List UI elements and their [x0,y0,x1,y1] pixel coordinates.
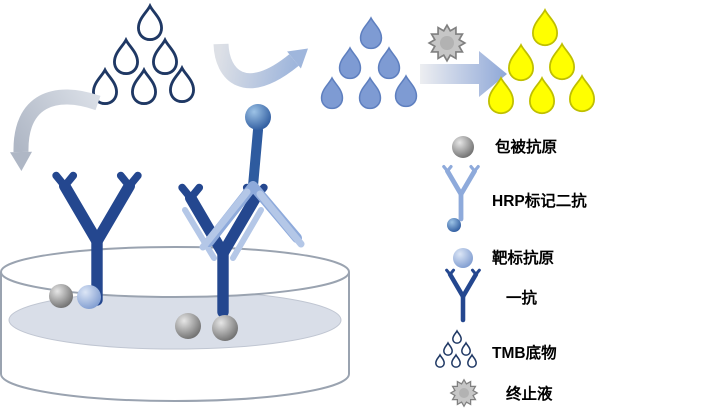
legend: 包被抗原 HRP标记二抗 靶标抗原 一抗 TMB底物 [435,136,587,407]
droplet-yellow-icon [549,43,575,81]
droplet-blue-icon [338,47,362,80]
droplet-blue-icon [359,17,383,50]
secondary-antibody-inner-strands [182,207,264,261]
curved-arrow-shaft [213,43,299,89]
droplet-yellow-icon [532,9,558,47]
target-antigen-sphere-icon [453,248,473,268]
well-rim [0,246,350,298]
droplet-outline-icon [152,38,178,76]
legend-label-stop-solution: 终止液 [506,384,553,403]
legend-row: 包被抗原 [452,136,557,158]
substrate-reaction-arrow [213,43,308,89]
hrp-enzyme-sphere-icon [447,218,461,232]
tmb-substrate-droplets-icon [435,330,477,368]
secondary-antibody-stem [248,125,263,191]
starburst-center [440,36,454,50]
legend-row: TMB底物 [435,330,557,368]
droplet-outline-icon [461,342,471,356]
secondary-antibody-arm-highlights [199,188,305,251]
droplet-outline-icon [435,354,445,368]
antigen-spheres [49,284,238,341]
droplet-yellow-icon [569,75,595,113]
hrp-secondary-antibody-icon [444,167,478,219]
droplet-outline-icon [169,66,195,104]
substrate-droplets-blue-group [320,17,418,110]
legend-label-target-antigen: 靶标抗原 [492,248,554,267]
stop-step-group [420,24,507,97]
droplet-blue-icon [320,77,344,110]
droplet-blue-icon [377,47,401,80]
droplet-yellow-icon [508,44,534,82]
hrp-secondary-antibody [199,104,305,251]
legend-row: HRP标记二抗 [444,167,587,232]
legend-label-hrp-secondary: HRP标记二抗 [492,191,587,210]
microplate-well [0,246,350,402]
legend-label-primary-antibody: 一抗 [506,288,538,307]
droplet-yellow-icon [529,77,555,115]
legend-row: 终止液 [450,379,553,407]
stop-arrow [420,51,507,97]
droplet-outline-icon [137,4,163,42]
product-droplets-yellow-group [488,9,595,115]
droplet-outline-icon [452,330,462,344]
wash-arrow [10,89,101,171]
droplet-outline-icon [131,68,157,106]
curved-arrow-head [10,151,32,171]
droplet-outline-icon [451,354,461,368]
legend-label-coated-antigen: 包被抗原 [495,137,557,156]
target-antigen-sphere [77,285,101,309]
droplet-outline-icon [467,354,477,368]
legend-row: 一抗 [447,270,538,320]
starburst-center [459,388,469,398]
coated-antigen-sphere [175,313,201,339]
coated-antigen-sphere [49,284,73,308]
legend-label-tmb-substrate: TMB底物 [492,343,557,362]
coated-antigen-sphere-icon [452,136,474,158]
hrp-enzyme-sphere [245,104,271,130]
droplet-outline-icon [113,38,139,76]
primary-antibody-icon [447,270,480,320]
droplet-outline-icon [443,342,453,356]
droplet-blue-icon [358,77,382,110]
coated-antigen-sphere [212,315,238,341]
curved-arrow-shaft [13,89,101,153]
droplet-blue-icon [394,75,418,108]
curved-arrow-head [287,48,308,69]
tmb-droplets-outline-group [92,4,195,106]
antibody-complex [182,104,305,312]
legend-row: 靶标抗原 [453,248,554,268]
